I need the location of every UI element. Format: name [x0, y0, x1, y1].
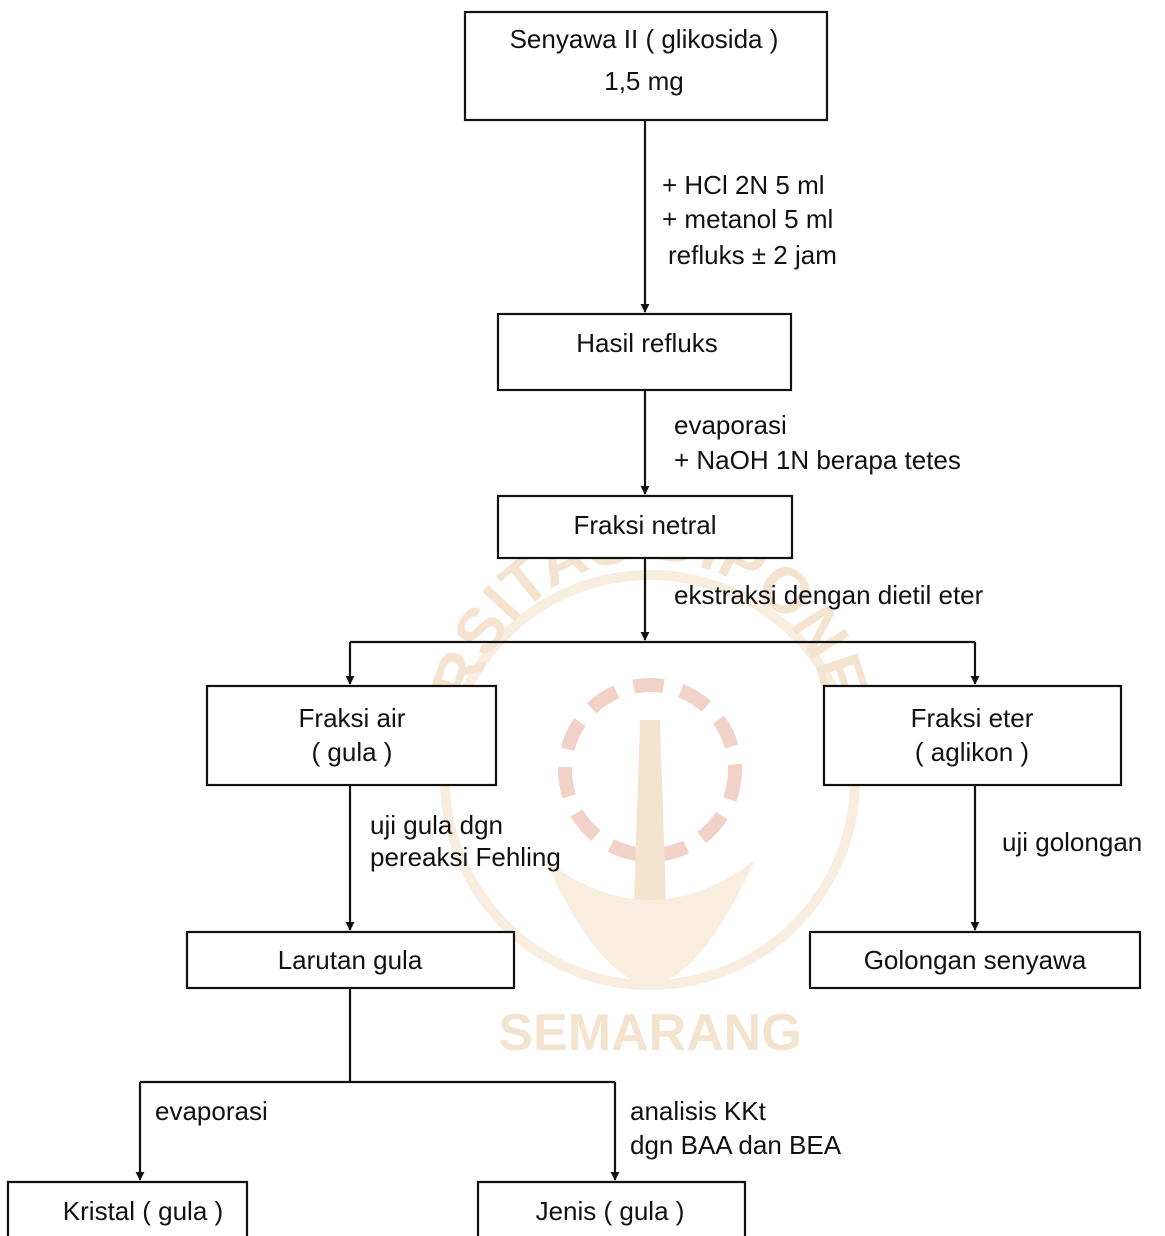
edge-uji-gula-line-2: pereaksi Fehling	[370, 842, 561, 872]
edge-evaporasi-line-1: evaporasi	[674, 410, 787, 440]
node-golongan-senyawa: Golongan senyawa	[808, 930, 1142, 990]
edge-analisis-line-2: dgn BAA dan BEA	[630, 1130, 842, 1160]
edge-uji-gula-line-1: uji gula dgn	[370, 810, 503, 840]
watermark-bottom-text: SEMARANG	[498, 1004, 801, 1062]
edge-analisis-line-1: analisis KKt	[630, 1096, 767, 1126]
edge-reflux-line-1: + HCl 2N 5 ml	[662, 170, 825, 200]
edge-reflux-line-2: + metanol 5 ml	[662, 204, 833, 234]
node-jenis-label: Jenis ( gula )	[536, 1196, 685, 1226]
edge-label-reflux: + HCl 2N 5 ml + metanol 5 ml refluks ± 2…	[662, 170, 837, 270]
node-fraksi-netral: Fraksi netral	[496, 494, 794, 560]
node-senyawa: Senyawa II ( glikosida ) 1,5 mg	[463, 10, 829, 122]
node-kristal: Kristal ( gula )	[6, 1180, 249, 1236]
edge-evaporasi-line-2: + NaOH 1N berapa tetes	[674, 445, 961, 475]
edge-label-uji-golongan: uji golongan	[1002, 827, 1142, 857]
node-fraksi-eter: Fraksi eter ( aglikon )	[822, 684, 1123, 787]
node-fraksi-air-subtitle: ( gula )	[312, 737, 393, 767]
node-fraksi-air-title: Fraksi air	[299, 703, 406, 733]
node-golongan-senyawa-label: Golongan senyawa	[864, 945, 1087, 975]
node-larutan-gula: Larutan gula	[185, 930, 516, 990]
edge-label-evaporasi-naoh: evaporasi + NaOH 1N berapa tetes	[674, 410, 961, 475]
edge-label-evaporasi: evaporasi	[155, 1096, 268, 1126]
node-fraksi-air: Fraksi air ( gula )	[205, 684, 498, 787]
node-fraksi-eter-title: Fraksi eter	[911, 703, 1034, 733]
node-fraksi-eter-subtitle: ( aglikon )	[915, 737, 1029, 767]
connectors	[135, 120, 980, 1181]
edge-reflux-line-3: refluks ± 2 jam	[668, 240, 837, 270]
node-senyawa-title: Senyawa II ( glikosida )	[510, 24, 779, 54]
edge-label-uji-gula: uji gula dgn pereaksi Fehling	[370, 810, 561, 872]
node-larutan-gula-label: Larutan gula	[278, 945, 423, 975]
node-senyawa-amount: 1,5 mg	[604, 66, 684, 96]
node-kristal-label: Kristal ( gula )	[63, 1196, 223, 1226]
edge-label-analisis: analisis KKt dgn BAA dan BEA	[630, 1096, 842, 1160]
node-hasil-refluks: Hasil refluks	[496, 312, 793, 392]
edge-label-ekstraksi: ekstraksi dengan dietil eter	[674, 580, 984, 610]
node-fraksi-netral-label: Fraksi netral	[573, 510, 716, 540]
node-hasil-refluks-label: Hasil refluks	[576, 328, 718, 358]
node-jenis: Jenis ( gula )	[476, 1180, 747, 1236]
